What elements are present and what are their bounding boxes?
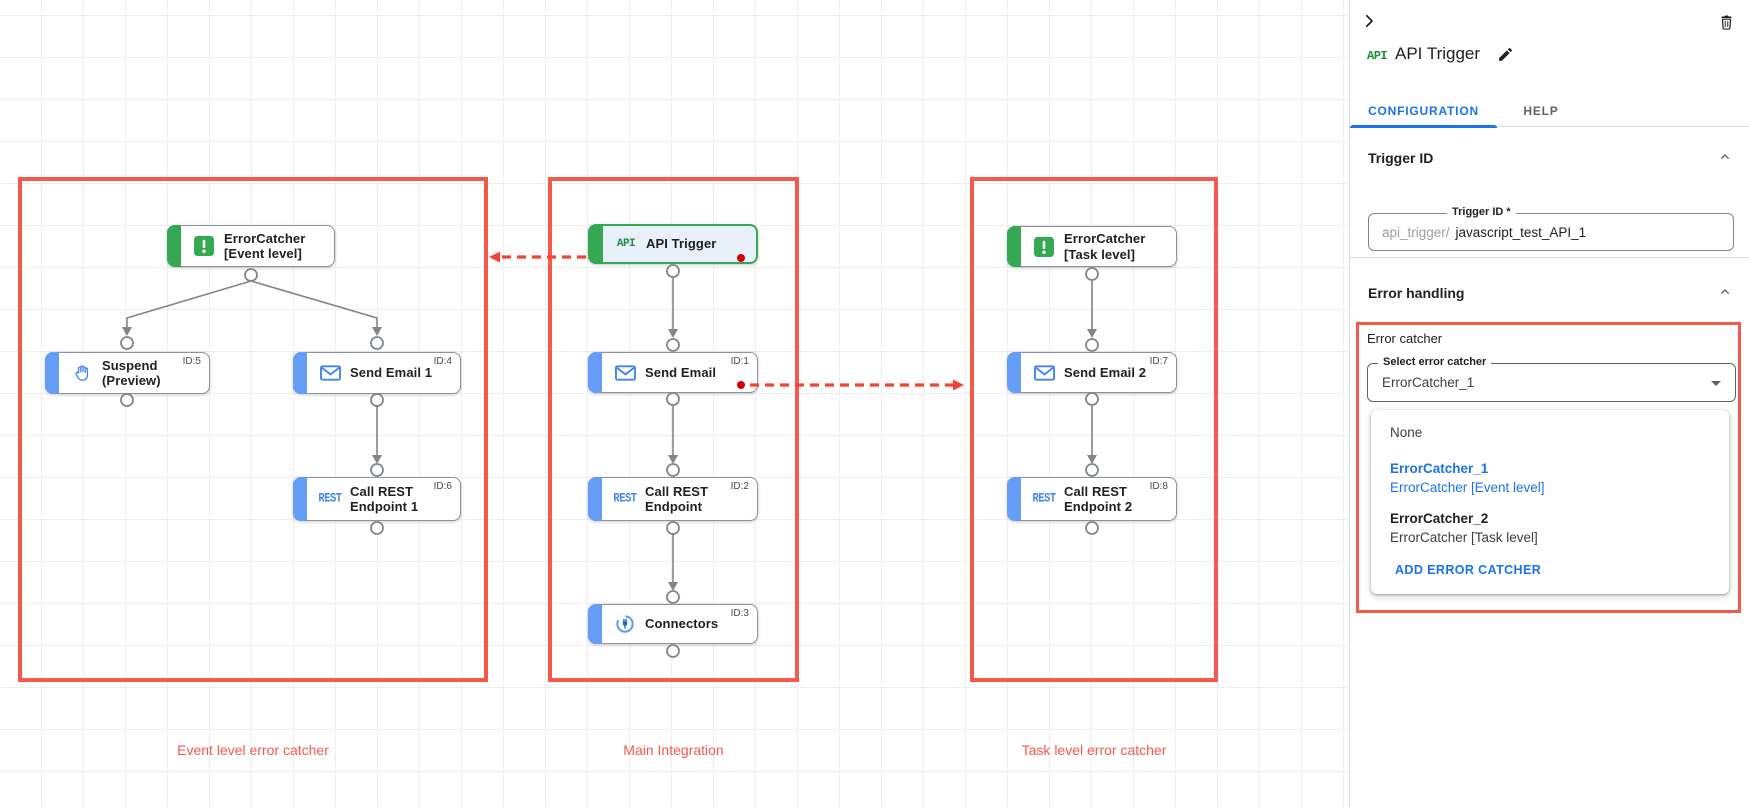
node-label: ErrorCatcher [Event level] [224, 230, 306, 261]
chevron-up-icon [1720, 154, 1730, 160]
node-label: Call REST Endpoint [645, 483, 709, 514]
node-suspend-preview[interactable]: Suspend (Preview) ID:5 [45, 352, 210, 394]
node-accent-bar [588, 604, 602, 644]
node-accent-bar [293, 477, 307, 521]
node-label: Call REST Endpoint 2 [1064, 483, 1133, 514]
menu-option-errorcatcher-2[interactable]: ErrorCatcher_2 ErrorCatcher [Task level] [1371, 509, 1729, 547]
node-accent-bar [589, 225, 603, 263]
task-level-group-box [970, 177, 1218, 682]
rest-icon: REST [318, 492, 342, 506]
node-accent-bar [588, 477, 602, 521]
task-level-group-label: Task level error catcher [1021, 742, 1167, 758]
node-accent-bar [588, 352, 602, 393]
section-divider [1350, 257, 1749, 258]
chevron-right-icon [1365, 14, 1373, 28]
error-catcher-icon [1029, 236, 1059, 257]
delete-trigger-button[interactable] [1718, 13, 1735, 31]
node-errorcatcher-task-level[interactable]: ErrorCatcher [Task level] [1007, 226, 1177, 267]
api-icon: API [616, 238, 636, 250]
rest-icon: REST [613, 492, 637, 506]
task-id-badge: ID:2 [730, 481, 749, 492]
task-id-badge: ID:6 [433, 481, 452, 492]
node-call-rest-endpoint-1[interactable]: REST Call REST Endpoint 1 ID:6 [293, 477, 461, 521]
panel-tabs: CONFIGURATION HELP [1350, 95, 1749, 128]
node-call-rest-endpoint-2[interactable]: REST Call REST Endpoint 2 ID:8 [1007, 477, 1177, 521]
task-id-badge: ID:5 [182, 356, 201, 367]
error-handling-section-heading: Error handling [1368, 285, 1465, 301]
error-catcher-group-label: Error catcher [1367, 331, 1443, 346]
node-accent-bar [1007, 352, 1021, 393]
chevron-up-icon [1720, 289, 1730, 295]
event-level-group-label: Event level error catcher [177, 742, 329, 758]
tab-help[interactable]: HELP [1523, 104, 1559, 118]
option-name: ErrorCatcher_2 [1390, 511, 1489, 526]
collapse-panel-button[interactable] [1360, 12, 1378, 30]
trash-icon [1721, 15, 1732, 30]
error-catcher-select[interactable]: Select error catcher ErrorCatcher_1 [1367, 356, 1736, 402]
collapse-error-handling-icon[interactable] [1717, 284, 1733, 300]
node-accent-bar [167, 225, 181, 267]
rest-icon: REST [1032, 492, 1056, 506]
node-errorcatcher-event-level[interactable]: ErrorCatcher [Event level] [167, 225, 335, 267]
option-name: ErrorCatcher_1 [1390, 461, 1489, 476]
task-id-badge: ID:8 [1149, 481, 1168, 492]
option-description: ErrorCatcher [Event level] [1390, 480, 1545, 495]
node-label: Suspend (Preview) [102, 357, 161, 388]
node-label: Call REST Endpoint 1 [350, 483, 419, 514]
option-description: ErrorCatcher [Task level] [1390, 530, 1538, 545]
suspend-hand-icon [67, 364, 97, 383]
trigger-id-field-label: Trigger ID * [1447, 206, 1516, 218]
task-id-badge: ID:4 [433, 356, 452, 367]
tab-configuration[interactable]: CONFIGURATION [1350, 95, 1497, 128]
dropdown-arrow-icon [1711, 381, 1721, 386]
edit-title-button[interactable] [1497, 46, 1514, 63]
trigger-id-section-heading: Trigger ID [1368, 150, 1434, 166]
menu-option-none[interactable]: None [1390, 425, 1423, 440]
panel-title: API Trigger [1395, 44, 1481, 63]
menu-option-errorcatcher-1[interactable]: ErrorCatcher_1 ErrorCatcher [Event level… [1371, 459, 1729, 497]
collapse-trigger-id-icon[interactable] [1717, 149, 1733, 165]
node-accent-bar [293, 352, 307, 394]
node-accent-bar [45, 352, 59, 394]
error-catcher-dropdown-menu: None ErrorCatcher_1 ErrorCatcher [Event … [1371, 410, 1729, 594]
task-id-badge: ID:3 [730, 608, 749, 619]
node-label: ErrorCatcher [Task level] [1064, 231, 1146, 262]
node-send-email-2[interactable]: Send Email 2 ID:7 [1007, 352, 1177, 393]
node-send-email-1[interactable]: Send Email 1 ID:4 [293, 352, 461, 394]
node-accent-bar [1007, 477, 1021, 521]
email-icon [315, 365, 345, 381]
node-label: Send Email 2 [1064, 364, 1147, 380]
node-call-rest-endpoint[interactable]: REST Call REST Endpoint ID:2 [588, 477, 758, 521]
connectors-plug-icon [610, 614, 640, 634]
node-label: Send Email [645, 364, 717, 380]
node-connectors[interactable]: Connectors ID:3 [588, 604, 758, 644]
node-accent-bar [1007, 226, 1021, 267]
select-value: ErrorCatcher_1 [1382, 375, 1475, 390]
node-send-email[interactable]: Send Email ID:1 [588, 352, 758, 393]
trigger-id-prefix: api_trigger/ [1382, 224, 1450, 240]
trigger-id-value: javascript_test_API_1 [1455, 224, 1587, 240]
node-label: Connectors [645, 616, 719, 632]
node-label: API Trigger [646, 236, 717, 252]
node-api-trigger[interactable]: API API Trigger [588, 224, 758, 264]
node-label: Send Email 1 [350, 365, 433, 381]
pencil-icon [1499, 48, 1512, 61]
task-id-badge: ID:7 [1149, 356, 1168, 367]
main-integration-group-label: Main Integration [623, 742, 724, 758]
workflow-canvas[interactable]: Event level error catcher Main Integrati… [0, 0, 1349, 807]
main-integration-group-box [548, 177, 799, 682]
select-field-label: Select error catcher [1378, 356, 1492, 368]
add-error-catcher-button[interactable]: ADD ERROR CATCHER [1395, 563, 1542, 577]
error-catcher-highlight-box [1356, 322, 1741, 613]
event-level-group-box [18, 177, 488, 682]
email-icon [610, 364, 640, 381]
trigger-id-input[interactable]: Trigger ID * api_trigger/ javascript_tes… [1368, 206, 1734, 251]
email-icon [1029, 364, 1059, 381]
error-catcher-icon [189, 236, 219, 256]
api-trigger-icon: API [1367, 49, 1388, 63]
task-id-badge: ID:1 [730, 356, 749, 367]
config-side-panel: API API Trigger CONFIGURATION HELP Trigg… [1349, 0, 1749, 807]
